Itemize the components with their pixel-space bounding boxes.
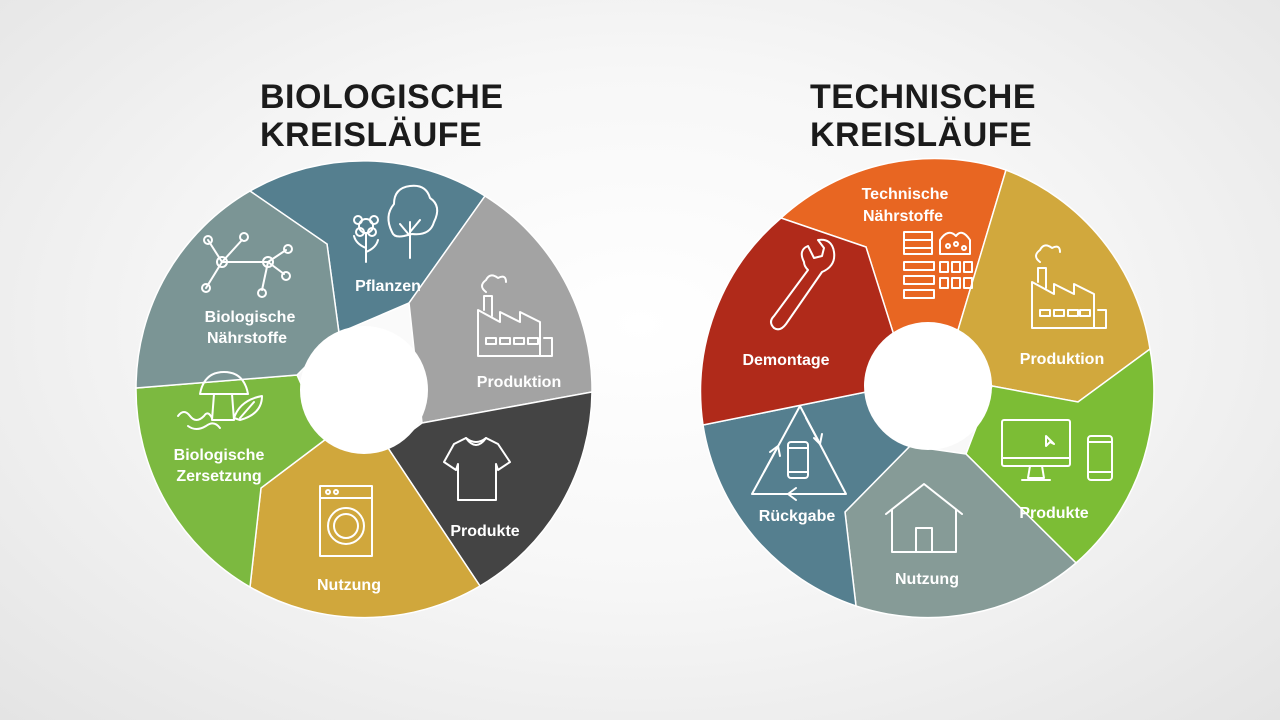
label-technische-naehrstoffe-line2: Nährstoffe [863, 208, 943, 225]
factory-icon [477, 274, 553, 357]
house-icon [885, 483, 963, 553]
label-nutzung: Nutzung [317, 577, 381, 594]
label-produktion: Produktion [1020, 351, 1104, 368]
factory-icon [1031, 244, 1107, 329]
technical-title-line2: KREISLÄUFE [810, 116, 1033, 154]
wrench-icon [770, 238, 836, 331]
technical-wheel-hub [864, 322, 992, 450]
segment-demontage [699, 217, 899, 426]
tree-flower-icon [353, 184, 439, 263]
segment-biologische-naehrstoffe [135, 190, 340, 389]
technical-title-line1: TECHNISCHE [810, 78, 1037, 116]
label-produkte: Produkte [1019, 505, 1088, 522]
label-technische-naehrstoffe-line1: Technische [862, 186, 949, 203]
label-biologische-naehrstoffe-line2: Nährstoffe [207, 330, 287, 347]
label-nutzung: Nutzung [895, 571, 959, 588]
label-pflanzen: Pflanzen [355, 278, 421, 295]
biological-cycles-title: BIOLOGISCHE KREISLÄUFE [260, 78, 504, 154]
label-produkte: Produkte [450, 523, 519, 540]
label-produktion: Produktion [477, 374, 561, 391]
molecule-icon [201, 232, 293, 298]
label-rueckgabe: Rückgabe [759, 508, 836, 525]
recycle-phone-icon [751, 405, 847, 501]
biological-wheel: Pflanzen Produktion Produkte Nutzung Bio… [135, 160, 593, 619]
materials-icon [903, 231, 973, 299]
label-biologische-zersetzung-line2: Zersetzung [176, 468, 261, 485]
technical-wheel: Technische Nährstoffe Produktion Produkt… [699, 157, 1155, 619]
label-demontage: Demontage [742, 352, 829, 369]
label-biologische-zersetzung-line1: Biologische [174, 447, 265, 464]
label-biologische-naehrstoffe-line1: Biologische [205, 309, 296, 326]
tshirt-icon [443, 437, 511, 501]
mushroom-worm-icon [177, 371, 263, 430]
monitor-phone-icon [1001, 419, 1113, 481]
biological-title-line1: BIOLOGISCHE [260, 78, 504, 116]
technical-cycles-title: TECHNISCHE KREISLÄUFE [810, 78, 1036, 154]
washing-machine-icon [319, 485, 373, 557]
biological-wheel-hub [300, 326, 428, 454]
biological-title-line2: KREISLÄUFE [260, 116, 483, 154]
